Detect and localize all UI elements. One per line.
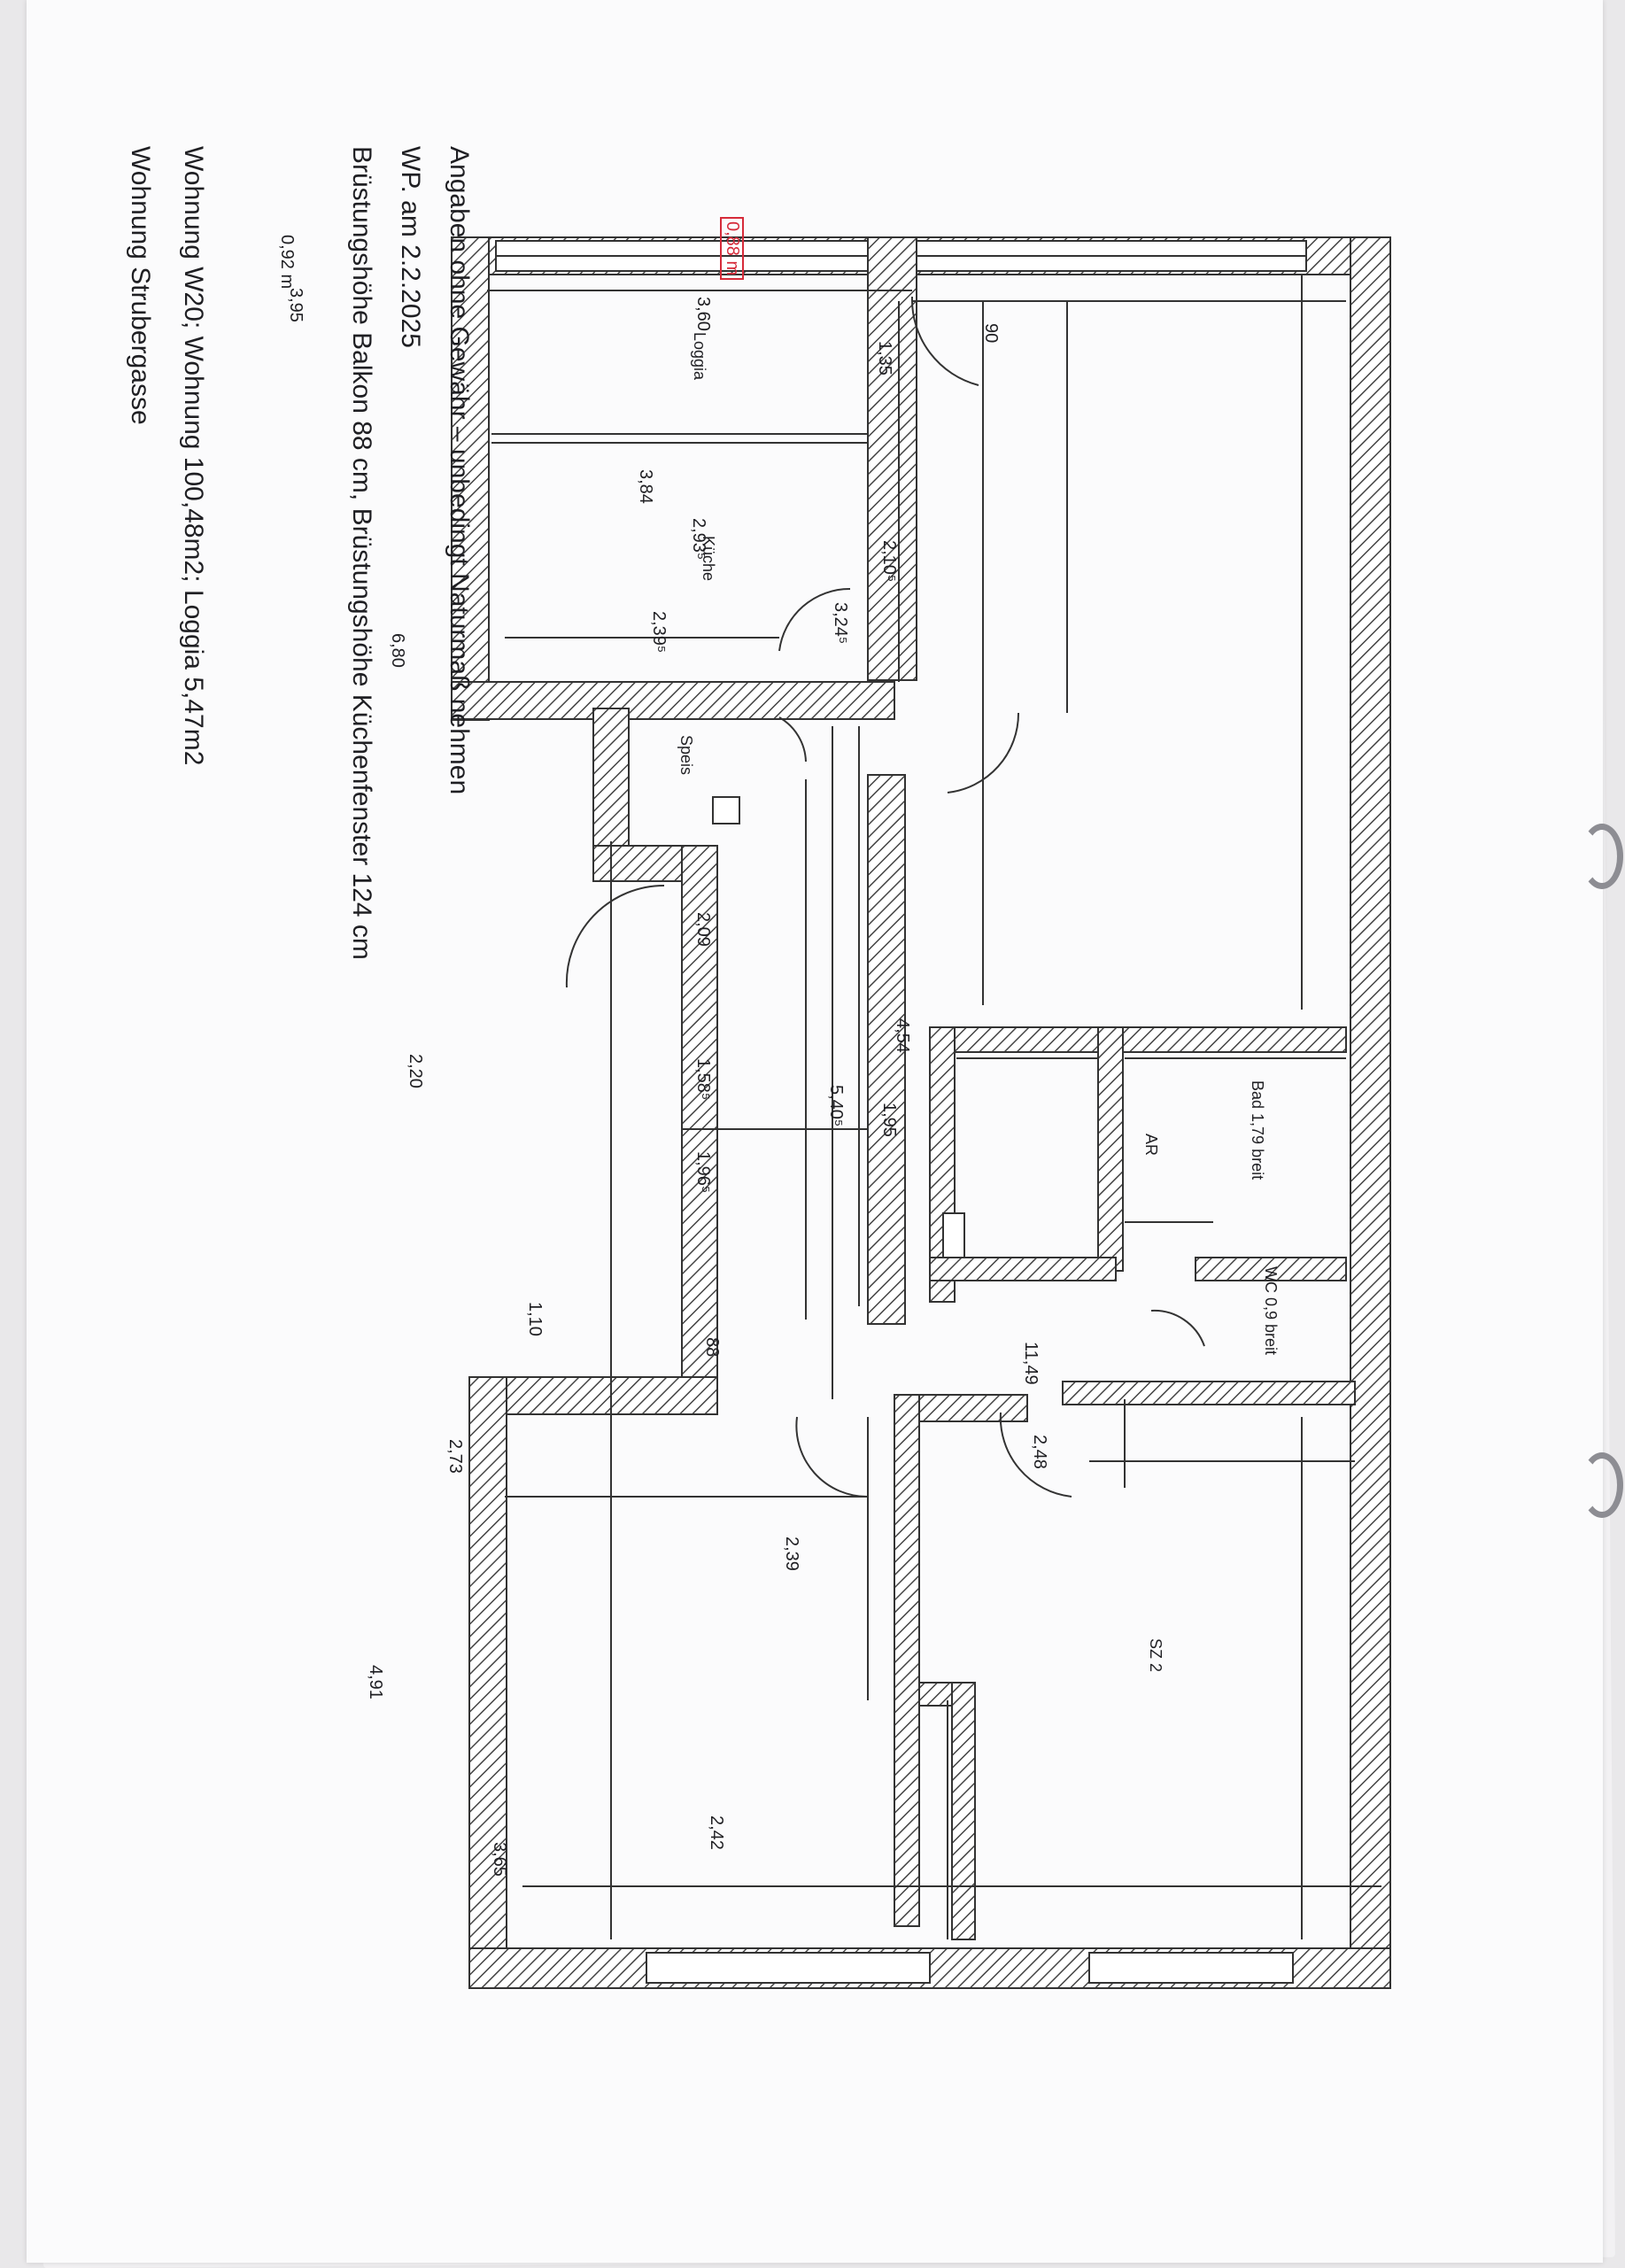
binder-ring-bottom — [1581, 1452, 1623, 1518]
floor-plan — [451, 236, 1391, 1989]
shaft-fixture — [712, 796, 740, 824]
document-sheet: Wohnung Strubergasse Wohnung W20; Wohnun… — [27, 0, 1623, 2263]
binder-ring-top — [1581, 824, 1623, 889]
ar-fixture — [942, 1212, 965, 1258]
door-arcs — [565, 296, 1205, 1498]
outer-walls — [451, 236, 1391, 1989]
windows — [491, 240, 1307, 1984]
interior-walls — [894, 1026, 1356, 1940]
dimension-lines — [487, 275, 1381, 1939]
